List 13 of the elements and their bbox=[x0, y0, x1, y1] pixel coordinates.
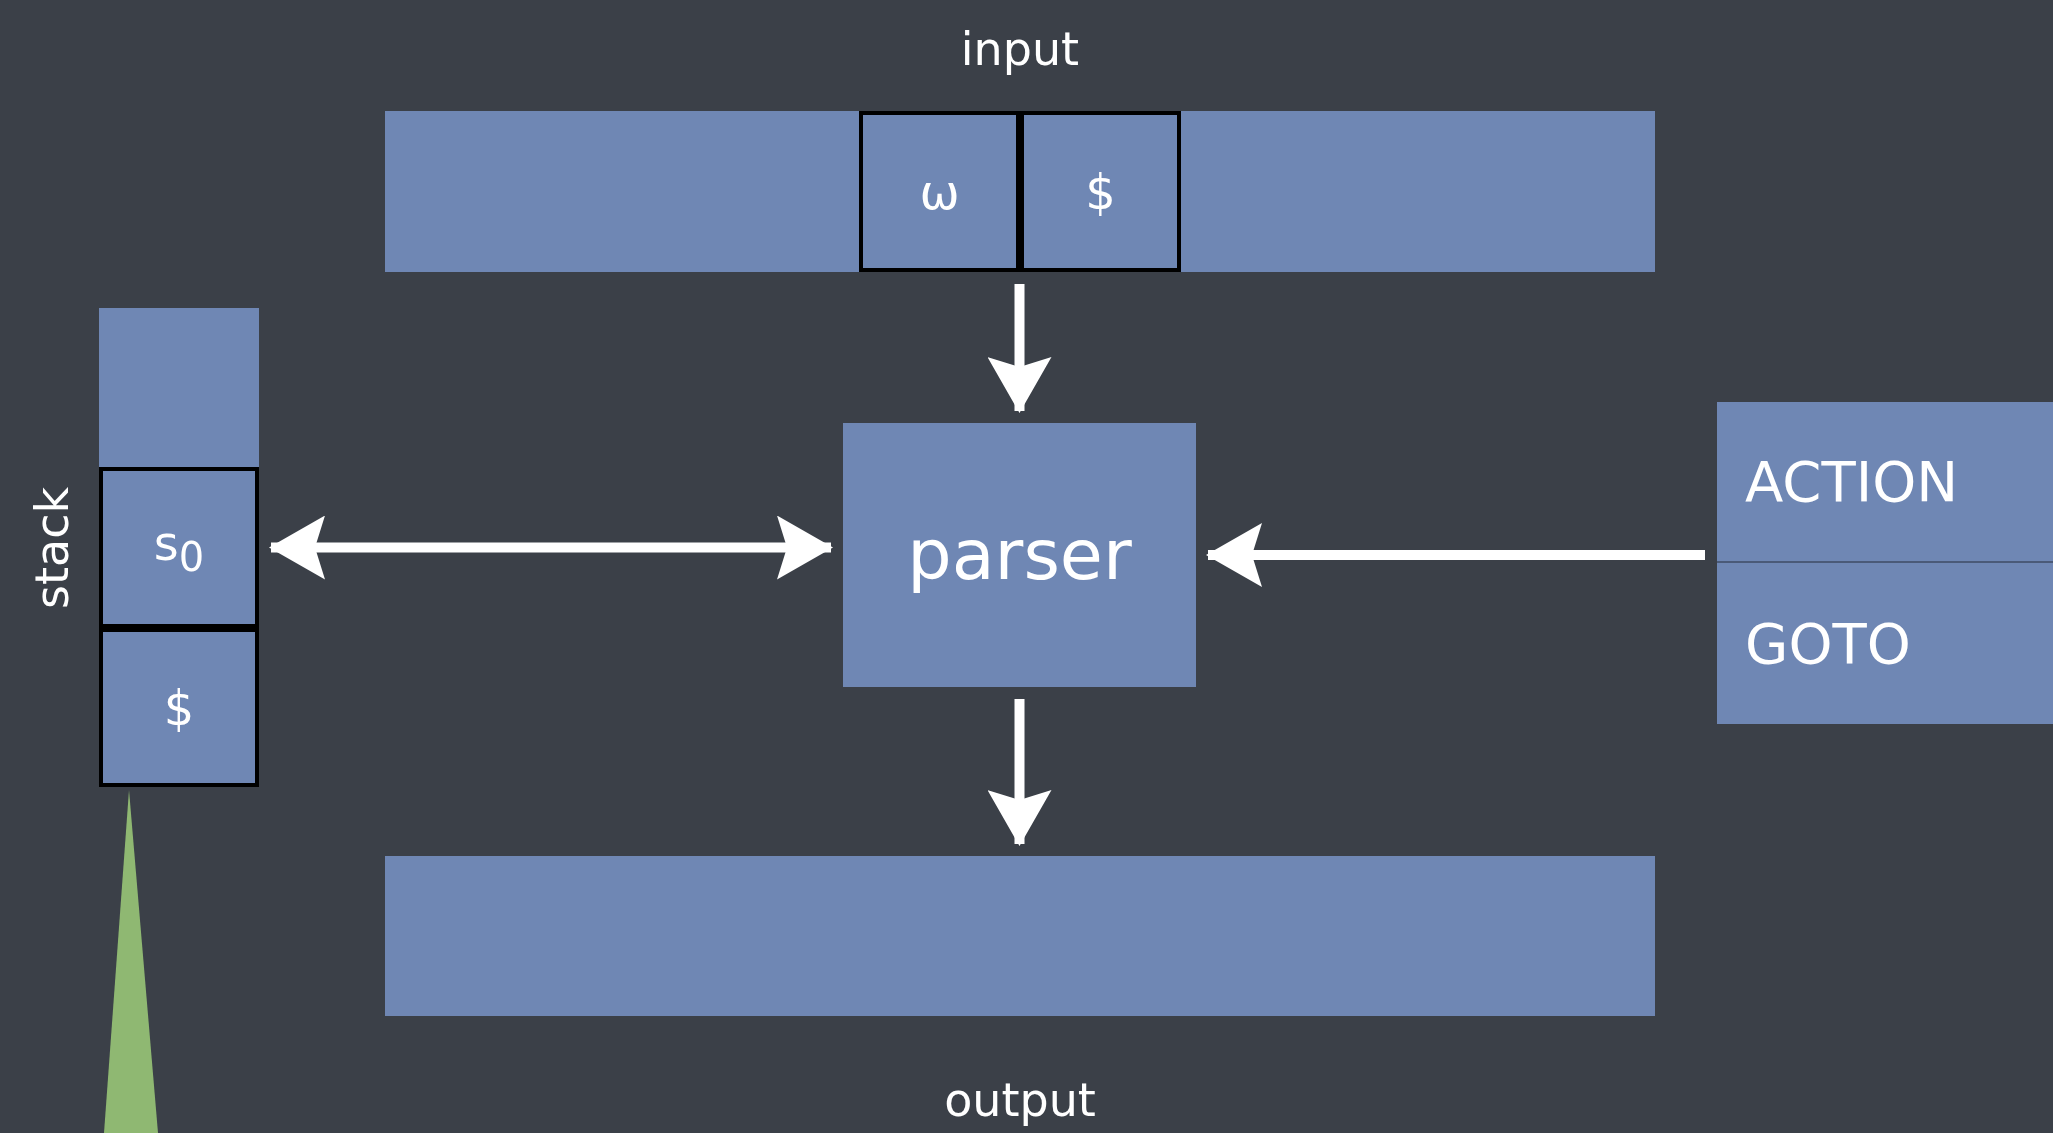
empty-box bbox=[99, 308, 259, 467]
arrow bbox=[269, 515, 833, 580]
parser-box: parser bbox=[843, 423, 1196, 687]
stack-cell: s$_{0}$ bbox=[99, 467, 259, 628]
input-cell: ω bbox=[859, 111, 1020, 272]
stack-cell: $ bbox=[99, 628, 259, 787]
heading: output bbox=[944, 1073, 1096, 1127]
input-cell: $ bbox=[1020, 111, 1181, 272]
arrow bbox=[1206, 523, 1705, 587]
arrow bbox=[987, 284, 1052, 413]
heading: input bbox=[960, 22, 1080, 76]
heading: stack bbox=[25, 486, 79, 610]
arrow bbox=[987, 699, 1052, 846]
